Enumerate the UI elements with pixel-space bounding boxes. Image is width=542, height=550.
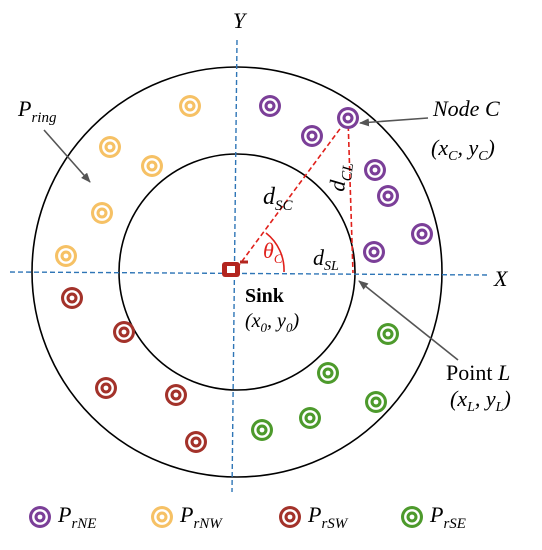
sensor-node-icon <box>301 125 323 147</box>
point-l-label: Point L (xL, yL) <box>446 360 511 415</box>
svg-text:Pring: Pring <box>17 96 57 126</box>
sensor-node-icon <box>91 202 113 224</box>
ring-label-arrow <box>43 129 91 183</box>
node-c-label: Node C (xC, yC) <box>431 96 500 164</box>
sink-node-icon <box>222 260 248 277</box>
legend-swatch-icon <box>279 506 301 528</box>
sensor-node-icon <box>185 431 207 453</box>
svg-text:(x0, y0): (x0, y0) <box>245 310 299 335</box>
sensor-node-icon <box>251 419 273 441</box>
legend-label: PrNE <box>57 502 96 532</box>
angle-label: θC <box>263 238 283 266</box>
legend-label: PrSW <box>307 502 349 532</box>
sensor-node-icon <box>365 391 387 413</box>
svg-text:Sink: Sink <box>245 285 285 307</box>
sensor-node-icon <box>363 241 385 263</box>
svg-text:(xC, yC): (xC, yC) <box>431 135 495 164</box>
legend-swatch-icon <box>401 506 423 528</box>
point-l-arrow <box>358 280 459 361</box>
sensor-node-icon <box>377 323 399 345</box>
legend-label: PrNW <box>179 502 223 532</box>
distance-cl-label: dCL <box>324 161 357 193</box>
svg-text:Point L: Point L <box>446 360 510 385</box>
sensor-node-icon <box>61 287 83 309</box>
legend-label: PrSE <box>429 502 466 532</box>
svg-text:Node C: Node C <box>432 96 500 121</box>
sensor-node-icon <box>317 362 339 384</box>
sensor-node-icon <box>364 159 386 181</box>
ring-label: Pring <box>17 96 57 126</box>
svg-text:(xL, yL): (xL, yL) <box>450 386 511 415</box>
sensor-node-icon <box>259 95 281 117</box>
sensor-node-icon <box>179 95 201 117</box>
node-c-arrow <box>359 117 429 127</box>
sensor-node-icon <box>337 107 359 129</box>
sensor-node-icon <box>95 377 117 399</box>
sensor-node-icon <box>99 136 121 158</box>
sensor-node-icon <box>165 384 187 406</box>
sensor-node-icon <box>377 185 399 207</box>
sink-label: Sink (x0, y0) <box>245 285 299 335</box>
distance-sc-label: dSC <box>263 184 294 214</box>
angle-arc <box>265 232 285 273</box>
line-node-c-to-point-l <box>347 117 354 274</box>
sensor-node-icon <box>411 223 433 245</box>
legend-swatch-icon <box>29 506 51 528</box>
sensor-node-icon <box>55 245 77 267</box>
sensor-nodes <box>55 95 433 453</box>
sensor-node-icon <box>141 155 163 177</box>
sensor-node-icon <box>299 407 321 429</box>
x-axis-label: X <box>493 266 509 291</box>
x-axis <box>9 271 488 276</box>
distance-sl-label: dSL <box>313 245 339 274</box>
legend-swatch-icon <box>151 506 173 528</box>
sensor-node-icon <box>113 321 135 343</box>
legend: PrNE PrNW PrSW PrSE <box>29 502 466 532</box>
y-axis-label: Y <box>233 8 248 33</box>
line-sink-to-node-c <box>236 117 349 269</box>
